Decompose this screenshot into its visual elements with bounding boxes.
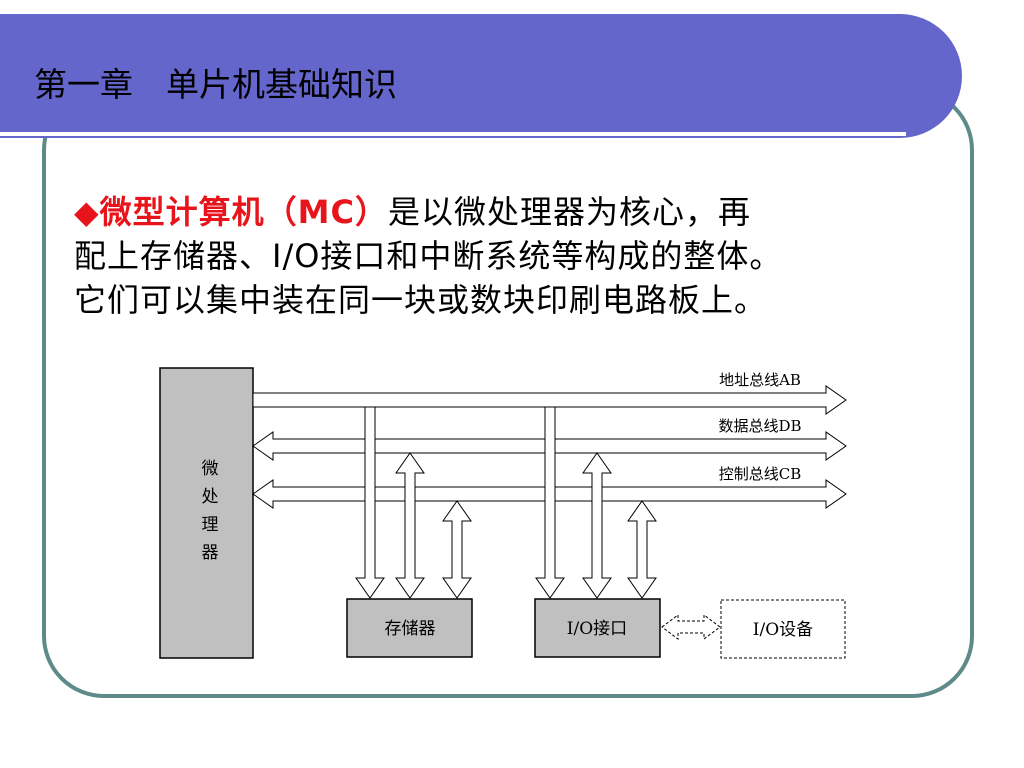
data-bus-label: 数据总线DB: [718, 417, 801, 435]
body-line-1-rest: 是以微处理器为核心，再: [387, 193, 751, 231]
memory-control-arrow: [442, 500, 472, 599]
memory-address-arrow: [355, 406, 385, 599]
cpu-label-1: 微: [202, 459, 219, 479]
slide-title: 第一章 单片机基础知识: [34, 65, 397, 104]
body-text: ◆微型计算机（MC）是以微处理器为核心，再 配上存储器、I/O接口和中断系统等构…: [74, 190, 914, 322]
io-device-block: [720, 599, 846, 659]
title-bar: [0, 14, 962, 138]
title-rule: [0, 132, 906, 136]
cpu-label-3: 理: [202, 515, 219, 535]
cpu-label-2: 处: [202, 487, 219, 507]
address-bus-label: 地址总线AB: [719, 371, 801, 389]
highlight-term: 微型计算机（MC）: [99, 193, 388, 231]
io-device-link-arrow: [661, 614, 721, 640]
io-device-label: I/O设备: [753, 620, 813, 640]
body-line-2: 配上存储器、I/O接口和中断系统等构成的整体。: [74, 237, 783, 275]
body-line-3: 它们可以集中装在同一块或数块印刷电路板上。: [74, 281, 768, 319]
bullet-icon: ◆: [74, 193, 100, 231]
cpu-block: [159, 367, 254, 659]
memory-data-arrow: [395, 452, 425, 599]
control-bus-label: 控制总线CB: [719, 465, 802, 483]
io-interface-block: [534, 598, 661, 658]
io-data-arrow: [582, 452, 612, 599]
address-bus-arrow: [252, 385, 847, 415]
body-line-1: ◆微型计算机（MC）是以微处理器为核心，再: [74, 190, 914, 234]
io-address-arrow: [535, 406, 565, 599]
memory-block: [346, 598, 473, 658]
io-interface-label: I/O接口: [567, 619, 627, 639]
cpu-label-4: 器: [202, 543, 219, 563]
io-control-arrow: [627, 500, 657, 599]
memory-label: 存储器: [385, 619, 436, 639]
